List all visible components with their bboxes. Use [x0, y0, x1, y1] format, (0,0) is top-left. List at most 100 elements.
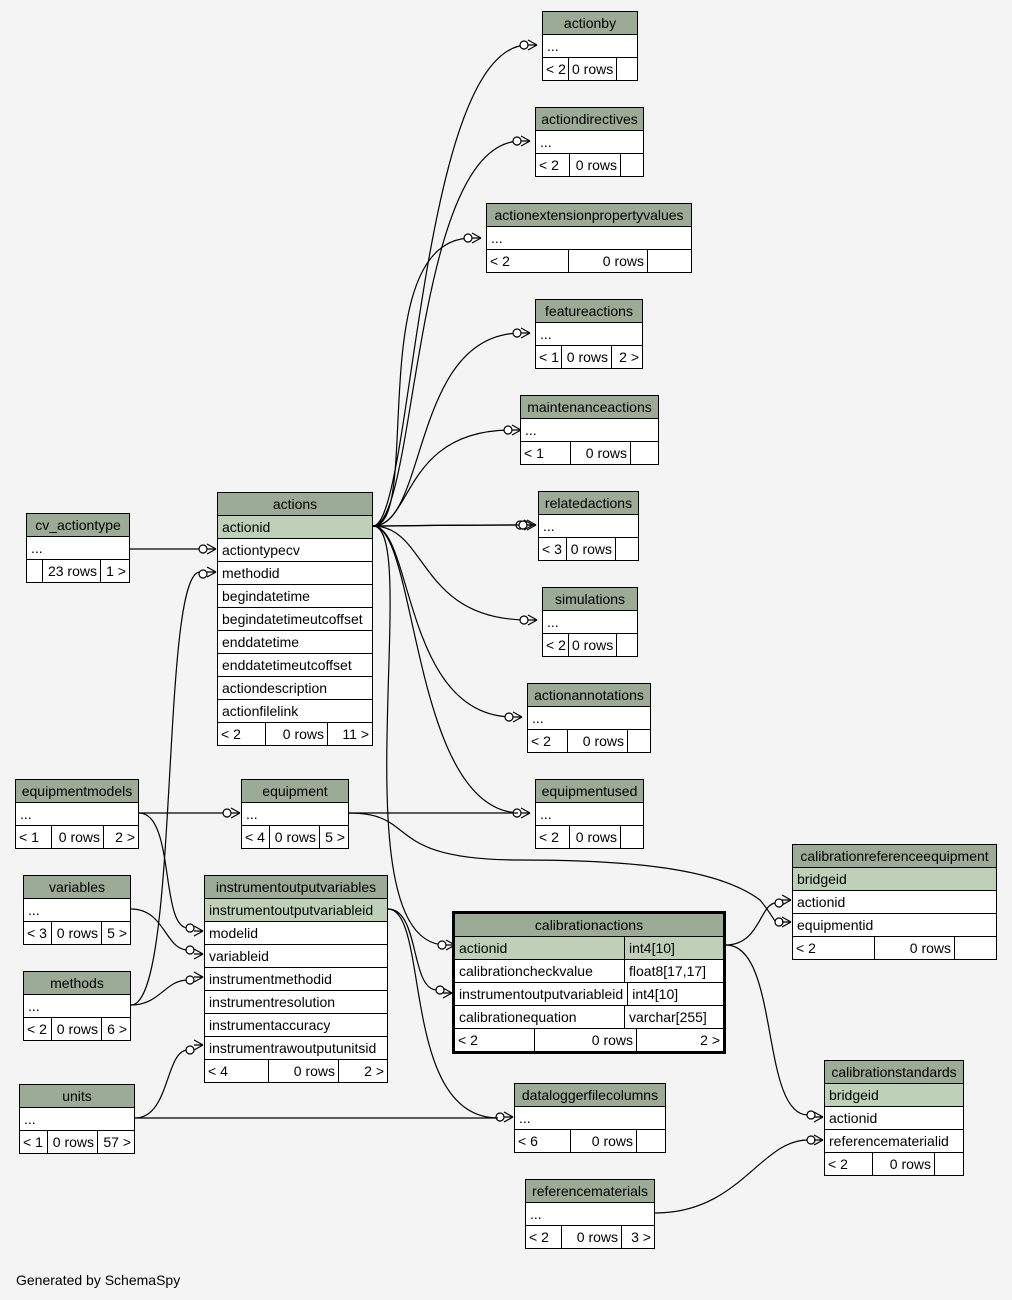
children-count	[617, 634, 639, 656]
children-count	[631, 442, 658, 464]
parents-count: < 4	[205, 1060, 269, 1082]
children-count	[616, 538, 638, 560]
edge-actions-actionby-crow	[527, 39, 538, 51]
edge-units-iov-crow	[193, 1039, 204, 1051]
parents-count: < 6	[515, 1130, 571, 1152]
children-count: 5 >	[325, 829, 345, 845]
edge-actions-featureactions	[372, 332, 522, 527]
column-instrumentaccuracy: instrumentaccuracy	[205, 1014, 387, 1037]
column-actiondescription: actiondescription	[218, 677, 372, 700]
children-count	[621, 154, 643, 176]
edge-actions-actiondirectives-dot	[512, 136, 522, 146]
table-row-ellipsis: ...	[20, 1108, 134, 1131]
edge-actions-actionby-dot	[519, 40, 529, 50]
edge-equipmentmodels-iov-dot	[185, 923, 195, 933]
parents-count: < 2	[528, 730, 568, 752]
table-header: methods	[24, 972, 130, 995]
children-count	[621, 826, 643, 848]
edge-variables-iov	[130, 908, 189, 951]
children-count: 3 >	[631, 1229, 651, 1245]
table-row-ellipsis: ...	[16, 803, 138, 826]
column-type: varchar[255]	[624, 1006, 723, 1028]
children-count: 5 >	[107, 925, 127, 941]
edge-actions-simulations-crow	[527, 614, 538, 626]
column-actionid: actionid	[218, 516, 372, 539]
edge-rm-cs	[654, 1139, 809, 1214]
table-header: referencematerials	[526, 1180, 654, 1203]
edge-rm-cs-dot	[806, 1135, 816, 1145]
table-row-ellipsis: ...	[543, 611, 637, 634]
row-count: 0 rows	[875, 937, 955, 959]
parents-count: < 2	[536, 154, 570, 176]
edge-em-iov-crow	[193, 925, 204, 937]
table-row-ellipsis: ...	[487, 227, 691, 250]
edge-equipment-cre-dot	[774, 917, 784, 927]
column-variableid: variableid	[205, 945, 387, 968]
table-header: actionannotations	[528, 684, 650, 707]
row-count: 0 rows	[569, 58, 617, 80]
parents-count: < 2	[24, 1018, 52, 1040]
table-header: maintenanceactions	[521, 396, 658, 419]
table-row-ellipsis: ...	[536, 803, 643, 826]
column-enddatetimeutcoffset: enddatetimeutcoffset	[218, 654, 372, 677]
edge-actions-relatedactions-2-crow	[526, 519, 537, 531]
table-header: actionextensionpropertyvalues	[487, 204, 691, 227]
edge-units-iov-dot	[185, 1045, 195, 1055]
row-count: 0 rows	[571, 1130, 637, 1152]
edge-actions-relatedactions-2-dot	[518, 520, 528, 530]
edge-actions-actionextensionpropertyvalues	[372, 237, 473, 527]
edge-actions-actionannotations-dot	[504, 712, 514, 722]
row-count: 0 rows	[569, 634, 617, 656]
column-actionid: actionid	[793, 891, 996, 914]
children-count	[935, 1153, 963, 1175]
edge-methods-actions	[130, 571, 201, 1006]
row-count: 0 rows	[569, 250, 648, 272]
children-count	[628, 730, 650, 752]
edge-actions-actiondirectives-crow	[520, 135, 531, 147]
edge-methods-iov-dot	[185, 975, 195, 985]
edge-actions-equipmentused	[372, 525, 522, 814]
children-count: 2 >	[364, 1063, 384, 1079]
children-count: 2 >	[619, 349, 639, 365]
parents-count: < 1	[536, 346, 562, 368]
footer-text: Generated by SchemaSpy	[16, 1272, 181, 1288]
column-instrumentrawoutputunitsid: instrumentrawoutputunitsid	[205, 1037, 387, 1060]
children-count	[617, 58, 639, 80]
edge-actions-maintenanceactions	[372, 429, 513, 527]
column-type: int4[10]	[627, 983, 723, 1005]
children-count	[955, 937, 996, 959]
children-count: 6 >	[107, 1021, 127, 1037]
children-count: 57 >	[103, 1134, 131, 1150]
